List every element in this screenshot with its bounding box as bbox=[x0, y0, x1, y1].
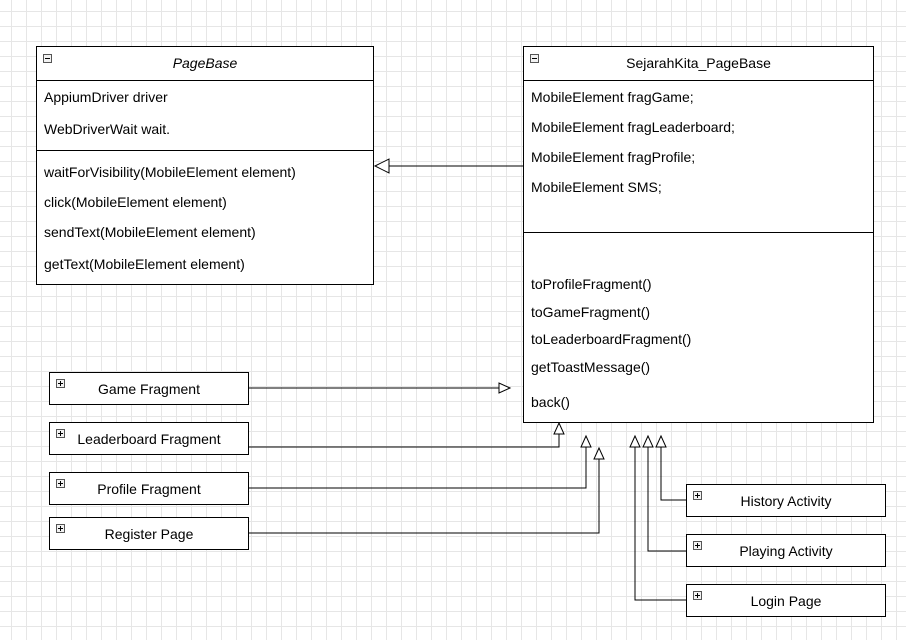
method: getText(MobileElement element) bbox=[44, 256, 245, 272]
expand-icon[interactable] bbox=[693, 591, 702, 600]
class-register-page[interactable]: Register Page bbox=[49, 517, 249, 550]
method: toProfileFragment() bbox=[531, 276, 652, 292]
method: getToastMessage() bbox=[531, 359, 651, 375]
expand-icon[interactable] bbox=[56, 524, 65, 533]
class-pagebase-title: PageBase bbox=[172, 55, 238, 71]
method: sendText(MobileElement element) bbox=[44, 224, 256, 240]
class-leaderboard-fragment[interactable]: Leaderboard Fragment bbox=[49, 422, 249, 455]
expand-icon[interactable] bbox=[56, 379, 65, 388]
arrowhead-leaderboard-fragment bbox=[553, 421, 565, 435]
class-sejarahkita-title: SejarahKita_PageBase bbox=[626, 55, 771, 71]
arrowhead-playing-activity bbox=[642, 434, 654, 448]
connector-profile-fragment bbox=[249, 447, 587, 489]
method: toGameFragment() bbox=[531, 304, 651, 320]
collapse-icon[interactable] bbox=[43, 54, 52, 63]
expand-icon[interactable] bbox=[693, 491, 702, 500]
arrowhead-history-activity bbox=[655, 434, 667, 448]
connector-leaderboard-fragment bbox=[249, 434, 560, 448]
connector-register-page bbox=[249, 459, 600, 534]
attribute: MobileElement fragLeaderboard; bbox=[531, 119, 735, 135]
arrowhead-game-fragment bbox=[498, 382, 512, 394]
class-game-fragment-label: Game Fragment bbox=[98, 380, 200, 397]
class-profile-fragment-label: Profile Fragment bbox=[97, 480, 201, 497]
class-pagebase-header: PageBase bbox=[37, 47, 373, 81]
class-history-activity-label: History Activity bbox=[740, 492, 832, 509]
class-sejarahkita-pagebase[interactable]: SejarahKita_PageBase MobileElement fragG… bbox=[523, 46, 874, 423]
class-login-page-label: Login Page bbox=[750, 592, 822, 609]
connector-playing-activity bbox=[647, 447, 686, 552]
attribute: WebDriverWait wait. bbox=[44, 121, 171, 137]
class-playing-activity[interactable]: Playing Activity bbox=[686, 534, 886, 567]
compartment-divider bbox=[37, 150, 373, 151]
attribute: AppiumDriver driver bbox=[44, 89, 168, 105]
method: click(MobileElement element) bbox=[44, 194, 227, 210]
class-playing-activity-label: Playing Activity bbox=[739, 542, 833, 559]
method: toLeaderboardFragment() bbox=[531, 331, 692, 347]
class-login-page[interactable]: Login Page bbox=[686, 584, 886, 617]
arrowhead-login-page bbox=[629, 434, 641, 448]
collapse-icon[interactable] bbox=[530, 54, 539, 63]
attribute: MobileElement fragProfile; bbox=[531, 149, 696, 165]
compartment-divider bbox=[524, 232, 873, 233]
class-register-page-label: Register Page bbox=[104, 525, 194, 542]
attribute: MobileElement SMS; bbox=[531, 179, 662, 195]
arrowhead-register-page bbox=[593, 446, 605, 460]
expand-icon[interactable] bbox=[693, 541, 702, 550]
class-pagebase[interactable]: PageBase AppiumDriver driver WebDriverWa… bbox=[36, 46, 374, 285]
connector-login-page bbox=[634, 447, 686, 601]
class-history-activity[interactable]: History Activity bbox=[686, 484, 886, 517]
attribute: MobileElement fragGame; bbox=[531, 89, 694, 105]
connector-history-activity bbox=[660, 447, 686, 501]
expand-icon[interactable] bbox=[56, 479, 65, 488]
class-sejarahkita-header: SejarahKita_PageBase bbox=[524, 47, 873, 81]
class-leaderboard-fragment-label: Leaderboard Fragment bbox=[77, 430, 221, 447]
class-game-fragment[interactable]: Game Fragment bbox=[49, 372, 249, 405]
arrowhead-pagebase bbox=[373, 158, 390, 174]
expand-icon[interactable] bbox=[56, 429, 65, 438]
arrowhead-profile-fragment bbox=[580, 434, 592, 448]
method: back() bbox=[531, 394, 570, 410]
method: waitForVisibility(MobileElement element) bbox=[44, 164, 296, 180]
class-profile-fragment[interactable]: Profile Fragment bbox=[49, 472, 249, 505]
